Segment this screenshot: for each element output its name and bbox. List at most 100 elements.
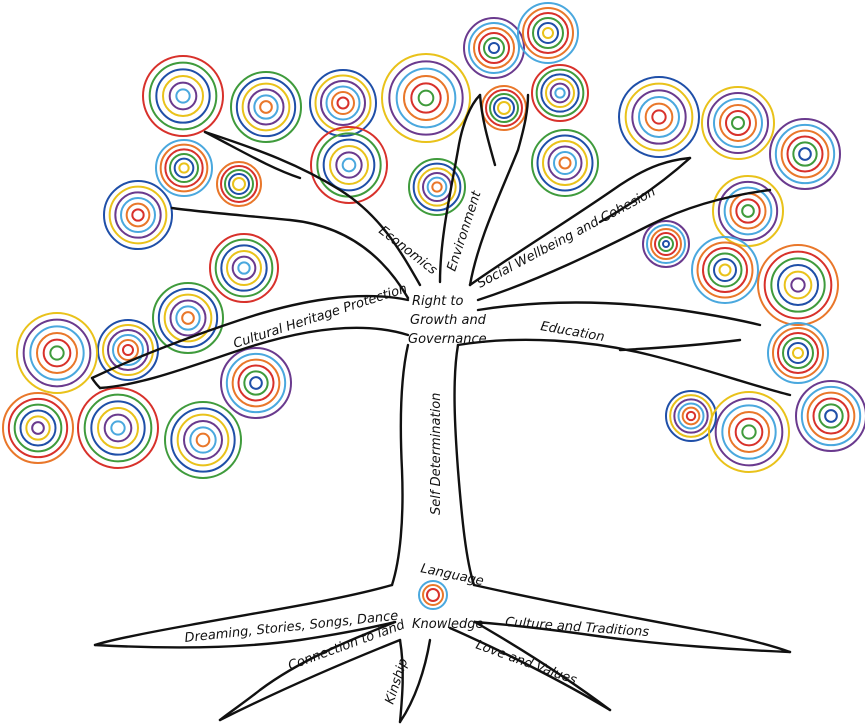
ring-circle xyxy=(311,127,387,203)
ring xyxy=(343,159,356,172)
ring xyxy=(153,283,223,353)
ring xyxy=(190,427,215,452)
ring xyxy=(30,326,83,379)
ring xyxy=(179,163,188,172)
ring xyxy=(538,136,593,191)
branch-cultural-tip xyxy=(92,378,100,388)
ring-circle xyxy=(702,87,774,159)
ring-circle xyxy=(310,70,376,136)
ring xyxy=(182,312,194,324)
ring xyxy=(782,131,829,178)
ring xyxy=(103,325,153,375)
ring xyxy=(50,346,63,359)
ring xyxy=(709,392,789,472)
ring-circle xyxy=(165,402,241,478)
ring xyxy=(244,371,267,394)
ring xyxy=(231,72,301,142)
ring xyxy=(663,241,669,247)
ring xyxy=(310,70,376,136)
ring xyxy=(720,265,731,276)
branch-education-upper xyxy=(478,303,760,326)
ring xyxy=(758,245,838,325)
ring xyxy=(486,90,522,126)
ring xyxy=(537,70,584,117)
ring xyxy=(532,130,598,196)
branch-education-lower xyxy=(458,340,790,395)
ring-circle xyxy=(3,393,73,463)
ring-circle xyxy=(419,581,447,609)
ring xyxy=(632,90,685,143)
ring xyxy=(221,245,266,290)
ring xyxy=(321,81,365,125)
ring xyxy=(489,43,499,53)
ring xyxy=(389,61,462,134)
ring xyxy=(105,415,132,442)
ring xyxy=(771,258,824,311)
ring-circle xyxy=(153,283,223,353)
ring xyxy=(791,278,804,291)
ring-circle xyxy=(532,130,598,196)
ring-circle xyxy=(210,234,278,302)
ring xyxy=(659,237,673,251)
ring xyxy=(432,182,441,191)
ring xyxy=(110,187,167,244)
ring xyxy=(498,102,510,114)
ring-circle xyxy=(643,221,689,267)
ring xyxy=(221,166,257,202)
ring xyxy=(178,415,229,466)
ring xyxy=(217,162,261,206)
ring xyxy=(132,209,143,220)
ring xyxy=(216,240,273,297)
ring xyxy=(85,395,152,462)
ring xyxy=(736,419,763,446)
branch-economics-lower xyxy=(172,208,408,298)
ring xyxy=(24,320,91,387)
ring xyxy=(788,343,808,363)
ring xyxy=(15,405,62,452)
ring-circle xyxy=(143,56,223,136)
ring xyxy=(3,393,73,463)
ring-circle xyxy=(78,388,158,468)
trunk-left-edge xyxy=(392,345,408,585)
root-label-knowledge: Knowledge xyxy=(412,617,483,632)
ring xyxy=(726,111,750,135)
ring xyxy=(714,259,736,281)
ring xyxy=(254,95,277,118)
ring-circle xyxy=(692,237,758,303)
branch-label-environment: Environment xyxy=(445,189,485,274)
ring-circle xyxy=(104,181,172,249)
ring-circle xyxy=(619,77,699,157)
ring xyxy=(156,69,209,122)
center-label-line3: Governance xyxy=(408,332,487,347)
ring xyxy=(799,148,811,160)
ring-circle xyxy=(770,119,840,189)
ring xyxy=(221,348,291,418)
ring xyxy=(161,145,208,192)
ring xyxy=(770,119,840,189)
ring xyxy=(411,83,440,112)
ring-circle xyxy=(518,3,578,63)
ring xyxy=(736,199,759,222)
ring xyxy=(776,125,834,183)
ring xyxy=(554,152,576,174)
ring xyxy=(643,221,689,267)
ring xyxy=(793,142,816,165)
ring xyxy=(127,204,150,227)
ring xyxy=(123,345,133,355)
ring xyxy=(171,408,234,471)
ring xyxy=(652,110,665,123)
ring-circle xyxy=(156,140,212,196)
ring xyxy=(233,178,245,190)
ring xyxy=(626,84,693,151)
ring xyxy=(523,8,573,58)
ring xyxy=(165,402,241,478)
ring-circle xyxy=(758,245,838,325)
ring xyxy=(428,178,447,197)
ring xyxy=(670,395,712,437)
center-label-line1: Right to xyxy=(412,294,463,309)
ring xyxy=(118,340,138,360)
ring xyxy=(543,141,587,185)
ring xyxy=(332,92,354,114)
ring xyxy=(683,408,700,425)
